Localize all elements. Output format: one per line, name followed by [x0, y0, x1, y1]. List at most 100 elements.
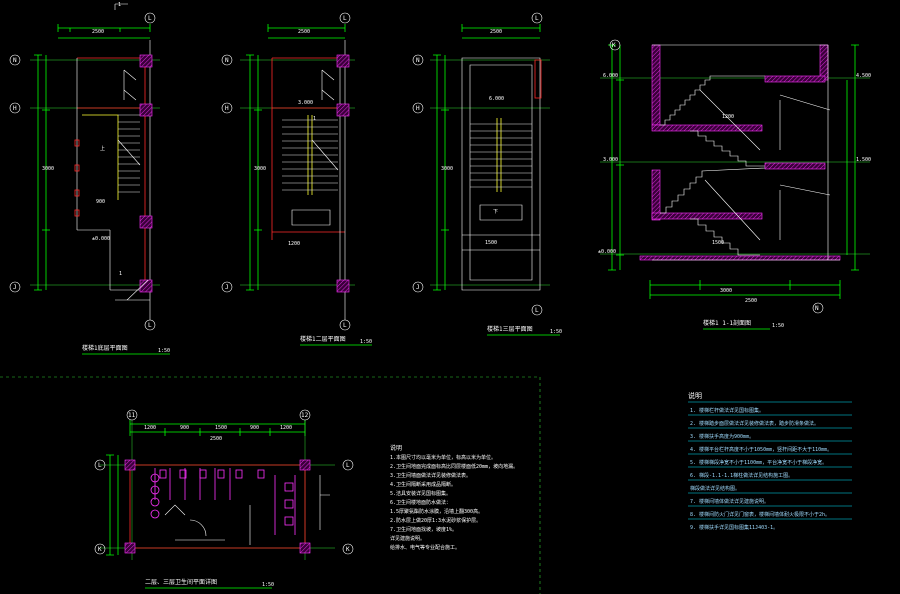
p3-title: 楼梯1三层平面图	[487, 325, 533, 333]
p1-dim-stair: 900	[96, 199, 105, 205]
toilet-axis-bubbles	[94, 409, 354, 555]
p3-axis-h: H	[416, 105, 420, 112]
notes-big-line: 6. 梯段-1.1-1.1梯柱做法详见结构施工图。	[690, 472, 793, 479]
sec-axis-k: K	[612, 42, 616, 49]
notes-small-line: 1.本图尺寸均以毫米为单位，标高以米为单位。	[390, 454, 496, 461]
toilet-scale: 1:50	[262, 582, 274, 588]
sec-dim-bottom: 1500	[712, 240, 724, 246]
p1-up-label: 上	[100, 145, 105, 152]
p1-scale: 1:50	[158, 348, 170, 354]
notes-big-line: 4. 楼梯平台栏杆高度不小于1050mm，竖杆间距不大于110mm。	[690, 446, 832, 453]
notes-small-line: 3.卫生间墙面做法详见装修做法表。	[390, 472, 471, 479]
sec-level-right-mid: 1.500	[856, 157, 871, 163]
notes-small-line: 1.5厚聚氨酯防水涂膜，沿墙上翻300高。	[390, 508, 483, 515]
p1-axis-j: J	[13, 284, 17, 291]
notes-big: 说明 1. 楼梯栏杆做法详见国标图集。 2. 楼梯踏步面层做法详见装修做法表，踏…	[688, 391, 852, 531]
toilet-axis-l-left: L	[98, 462, 102, 469]
p1-cut-mark	[114, 3, 128, 10]
notes-small: 说明 1.本图尺寸均以毫米为单位，标高以米为单位。 2.卫生间地面完成面标高比同…	[390, 444, 518, 551]
toilet-dim-5: 1200	[280, 425, 292, 431]
sec-axis-bubble-top	[609, 39, 621, 51]
p1-axis-l-bottom: L	[148, 322, 152, 329]
sec-axis-bubble-bottom	[812, 302, 824, 314]
section-scale: 1:50	[772, 323, 784, 329]
p3-dim-left: 3000	[441, 166, 453, 172]
p2-axis-l-top: L	[343, 15, 347, 22]
notes-small-line: 7.卫生间地面找坡，坡度1%。	[390, 526, 457, 533]
notes-small-line: 2.防水层上做20厚1:3水泥砂浆保护层。	[390, 517, 481, 524]
notes-small-line: 详见建施说明。	[390, 535, 425, 542]
p1-axis-l-top: L	[148, 15, 152, 22]
p3-scale: 1:50	[550, 329, 562, 335]
p1-level: ±0.000	[92, 236, 110, 242]
p1-axis-n: N	[13, 57, 17, 64]
p3-level: 6.000	[489, 96, 504, 102]
notes-big-line: 5. 楼梯梯段净宽不小于1100mm，平台净宽不小于梯段净宽。	[690, 459, 827, 466]
p3-dim-top: 2500	[490, 29, 502, 35]
plan-3-third-floor	[430, 24, 550, 291]
p2-dim-top: 2500	[298, 29, 310, 35]
toilet-dim-2: 900	[180, 425, 189, 431]
notes-small-line: 6.卫生间楼地面防水做法：	[390, 499, 451, 506]
p3-axis-n: N	[416, 57, 420, 64]
toilet-dim-4: 900	[250, 425, 259, 431]
notes-big-line: 8. 楼梯间防火门详见门窗表，楼梯间墙体耐火极限不小于2h。	[690, 511, 830, 518]
p3-dim-bottom: 1500	[485, 240, 497, 246]
sec-dim-width: 3000	[720, 288, 732, 294]
p1-title: 楼梯1底层平面图	[82, 344, 128, 352]
p3-down-label: 下	[493, 209, 498, 215]
toilet-dim-total: 2500	[210, 436, 222, 442]
p1-cut-label: 1	[118, 2, 121, 8]
p2-axis-h: H	[225, 105, 229, 112]
notes-small-head: 说明	[390, 444, 402, 452]
notes-small-line: 5.洁具安装详见国标图集。	[390, 490, 451, 497]
p3-axis-l-top: L	[535, 15, 539, 22]
p3-axis-l-bottom: L	[535, 307, 539, 314]
section-title: 楼梯1 1-1剖面图	[703, 319, 751, 327]
notes-big-line: 1. 楼梯栏杆做法详见国标图集。	[690, 407, 764, 414]
toilet-title: 二层、三层卫生间平面详图	[145, 578, 217, 586]
p2-title: 楼梯1二层平面图	[300, 335, 346, 343]
p1-dim-top: 2500	[92, 29, 104, 35]
p2-dim-left: 3000	[254, 166, 266, 172]
p2-dim-bottom: 1200	[288, 241, 300, 247]
p3-axis-j: J	[416, 284, 420, 291]
plan-2-second-floor	[240, 24, 355, 320]
p2-section-mark: 1	[313, 116, 316, 122]
sec-level-ground: ±0.000	[598, 249, 616, 255]
p2-axis-j: J	[225, 284, 229, 291]
p1-axis-bubbles	[9, 12, 156, 331]
toilet-dim-1: 1200	[144, 425, 156, 431]
detail-border	[0, 376, 541, 594]
p1-dim-left: 3000	[42, 166, 54, 172]
sec-dim-total: 2500	[745, 298, 757, 304]
sec-level-right-top: 4.500	[856, 73, 871, 79]
sec-level-mid: 3.000	[603, 157, 618, 163]
notes-big-line: 3. 楼梯扶手高度为900mm。	[690, 433, 754, 440]
toilet-axis-k-right: K	[346, 546, 350, 553]
toilet-axis-k-left: K	[98, 546, 102, 553]
plan-1-ground-floor	[30, 24, 160, 320]
toilet-detail-plan	[100, 420, 335, 560]
notes-small-line: 给排水、电气等专业配合施工。	[390, 544, 460, 551]
toilet-axis-12: 12	[301, 412, 309, 419]
notes-small-line: 4.卫生间隔断采用成品隔断。	[390, 481, 456, 488]
notes-big-line: 9. 楼梯扶手详见国标图集11J403-1。	[690, 524, 778, 531]
notes-big-line: 2. 楼梯踏步面层做法详见装修做法表，踏步防滑条做法。	[690, 420, 819, 427]
notes-big-line: 梯段做法详见结构图。	[690, 485, 740, 492]
p2-axis-n: N	[225, 57, 229, 64]
p1-axis-h: H	[13, 105, 17, 112]
section-1-1	[600, 44, 870, 271]
sec-axis-n: N	[815, 305, 819, 312]
p2-axis-l-bottom: L	[343, 322, 347, 329]
toilet-axis-l-right: L	[346, 462, 350, 469]
notes-big-head: 说明	[688, 391, 702, 400]
toilet-dim-3: 1500	[215, 425, 227, 431]
notes-big-line: 7. 楼梯间墙体做法详见建施说明。	[690, 498, 769, 505]
sec-level-top: 6.000	[603, 73, 618, 79]
p2-axis-bubbles	[221, 12, 351, 331]
notes-small-line: 2.卫生间地面完成面标高比同层楼面低20mm，坡向地漏。	[390, 463, 518, 470]
p2-scale: 1:50	[360, 339, 372, 345]
p2-level: 3.000	[298, 100, 313, 106]
